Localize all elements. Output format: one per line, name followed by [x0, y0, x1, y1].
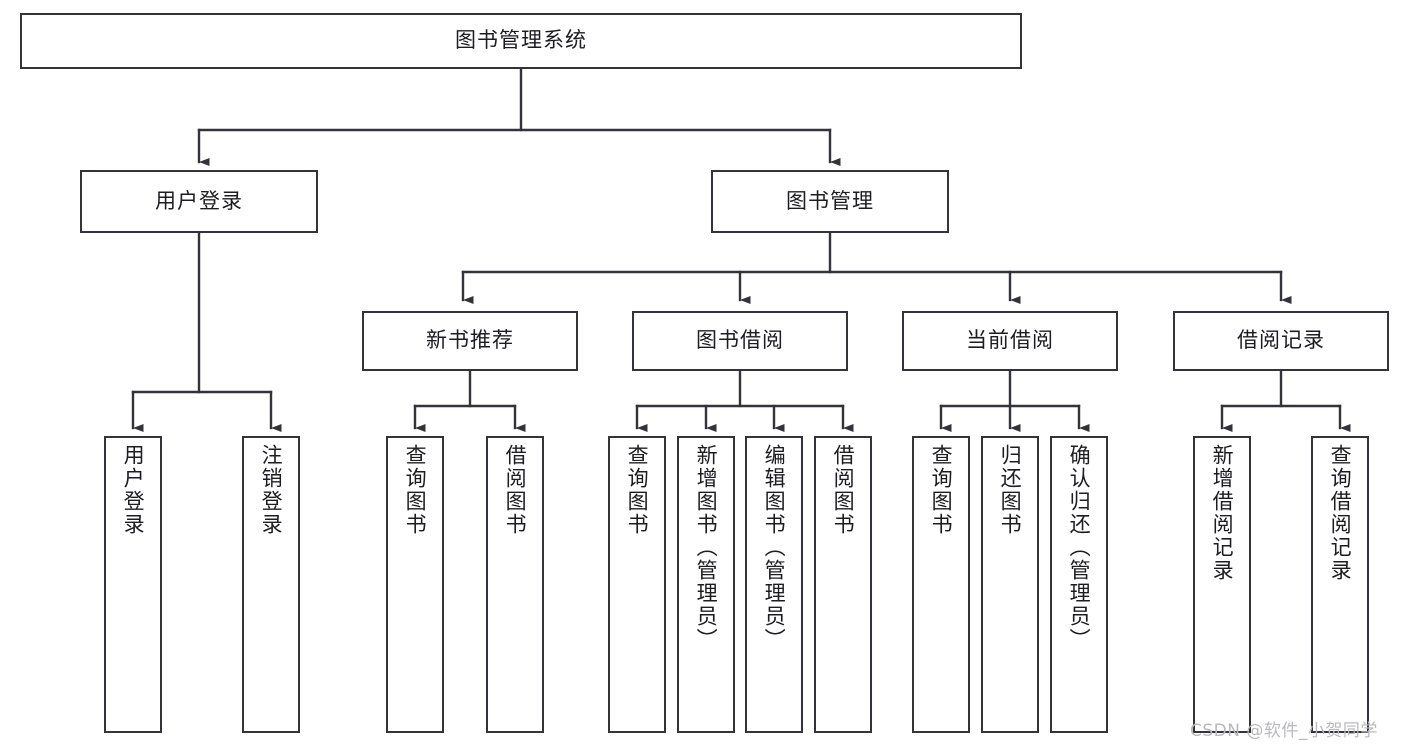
- leaf-label: 确认归还（管理员）: [1067, 444, 1092, 651]
- leaf-label: 归还图书: [998, 444, 1023, 536]
- leaf-user-login-signout[interactable]: 注销登录: [242, 436, 300, 733]
- leaf-borrow-edit-book[interactable]: 编辑图书（管理员）: [745, 436, 803, 733]
- leaf-label: 编辑图书（管理员）: [762, 444, 787, 651]
- leaf-label: 新增图书（管理员）: [694, 444, 719, 651]
- leaf-label: 新增借阅记录: [1210, 444, 1235, 582]
- leaf-borrow-borrow-book[interactable]: 借阅图书: [814, 436, 872, 733]
- leaf-label: 查询图书: [929, 444, 954, 536]
- leaf-record-query[interactable]: 查询借阅记录: [1311, 436, 1369, 733]
- leaf-label: 查询借阅记录: [1328, 444, 1353, 582]
- leaf-label: 注销登录: [259, 444, 284, 536]
- node-new-book-recommend[interactable]: 新书推荐: [362, 311, 578, 371]
- node-user-login[interactable]: 用户登录: [80, 170, 318, 233]
- leaf-new-book-query[interactable]: 查询图书: [386, 436, 444, 733]
- node-borrow-record[interactable]: 借阅记录: [1173, 311, 1389, 371]
- leaf-borrow-query-book[interactable]: 查询图书: [608, 436, 666, 733]
- leaf-label: 借阅图书: [831, 444, 856, 536]
- leaf-label: 查询图书: [625, 444, 650, 536]
- leaf-user-login-signin[interactable]: 用户登录: [104, 436, 162, 733]
- leaf-current-query-book[interactable]: 查询图书: [912, 436, 970, 733]
- leaf-borrow-add-book[interactable]: 新增图书（管理员）: [677, 436, 735, 733]
- node-root-system[interactable]: 图书管理系统: [20, 13, 1022, 69]
- leaf-record-add[interactable]: 新增借阅记录: [1193, 436, 1251, 733]
- csdn-watermark: CSDN @软件_小贺同学: [1190, 721, 1378, 741]
- node-current-borrow[interactable]: 当前借阅: [902, 311, 1118, 371]
- node-book-management[interactable]: 图书管理: [711, 170, 949, 233]
- leaf-label: 用户登录: [121, 444, 146, 536]
- leaf-label: 借阅图书: [503, 444, 528, 536]
- node-book-borrow[interactable]: 图书借阅: [632, 311, 848, 371]
- leaf-new-book-borrow[interactable]: 借阅图书: [486, 436, 544, 733]
- leaf-current-return-book[interactable]: 归还图书: [981, 436, 1039, 733]
- leaf-label: 查询图书: [403, 444, 428, 536]
- leaf-current-confirm-return[interactable]: 确认归还（管理员）: [1050, 436, 1108, 733]
